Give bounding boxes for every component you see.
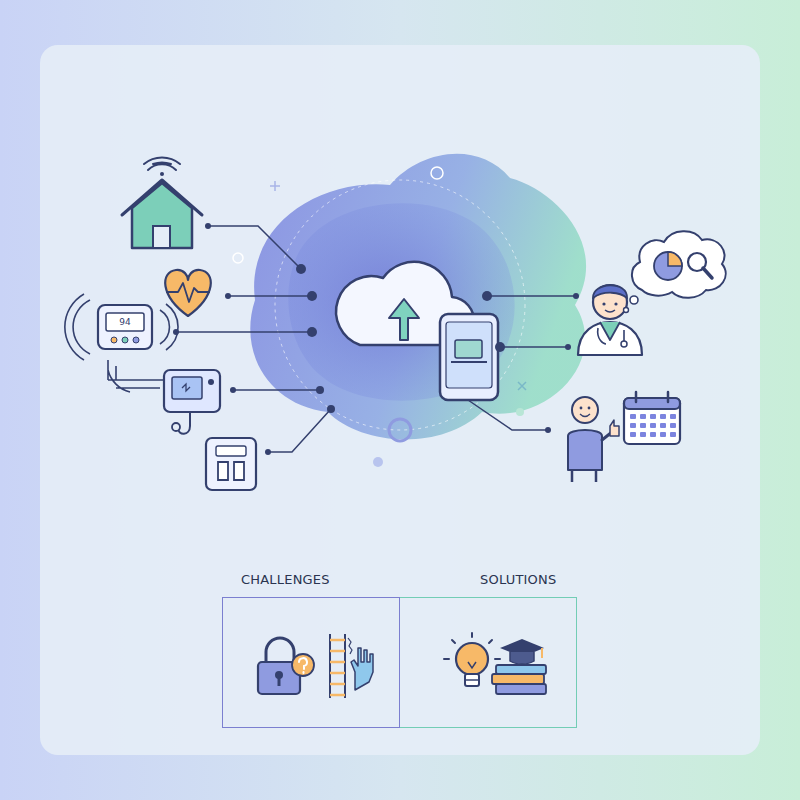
- analysis-bubble-icon: [624, 231, 726, 312]
- calendar-cell: [640, 432, 646, 437]
- calendar-cell: [660, 414, 666, 419]
- doctor-icon: [578, 285, 642, 355]
- panel-box: SOLUTIONS: [400, 570, 577, 728]
- panel: [40, 45, 760, 755]
- ladder-rung: [330, 694, 345, 697]
- calendar-cell: [650, 432, 656, 437]
- vital-monitor-icon: [65, 294, 180, 392]
- ladder-climb-icon: [330, 634, 373, 698]
- security-lock-icon: [258, 638, 314, 694]
- ladder-rung: [330, 661, 345, 664]
- calendar-cell: [670, 432, 676, 437]
- smart-home-icon: [122, 157, 202, 248]
- calendar-icon: [624, 392, 680, 444]
- calendar-cell: [630, 423, 636, 428]
- books-cap-icon: [492, 639, 546, 694]
- device-reading: 94: [112, 315, 138, 329]
- leader-lines: [176, 226, 576, 452]
- calendar-cell: [670, 414, 676, 419]
- ladder-rung: [330, 683, 345, 686]
- calendar-cell: [630, 414, 636, 419]
- panel-heading: CHALLENGES: [222, 570, 400, 597]
- panel-heading: SOLUTIONS: [400, 570, 577, 597]
- connector-dots: [173, 223, 579, 455]
- calendar-cell: [650, 423, 656, 428]
- patient-icon: [568, 397, 619, 482]
- calendar-cell: [660, 423, 666, 428]
- ladder-rung: [330, 672, 345, 675]
- smart-scale-icon: [206, 438, 256, 490]
- calendar-cell: [640, 423, 646, 428]
- panel-frame: [222, 597, 400, 728]
- panel-box: CHALLENGES: [222, 570, 400, 728]
- calendar-grid: [630, 414, 676, 437]
- calendar-cell: [640, 414, 646, 419]
- calendar-cell: [660, 432, 666, 437]
- panel-frame: [400, 597, 577, 728]
- calendar-cell: [630, 432, 636, 437]
- blood-pressure-icon: [164, 370, 220, 434]
- calendar-cell: [650, 414, 656, 419]
- ladder-rung: [330, 650, 345, 653]
- ladder-rung: [330, 639, 345, 642]
- calendar-cell: [670, 423, 676, 428]
- tablet-icon: [440, 314, 498, 400]
- cloud-blob: [233, 154, 586, 467]
